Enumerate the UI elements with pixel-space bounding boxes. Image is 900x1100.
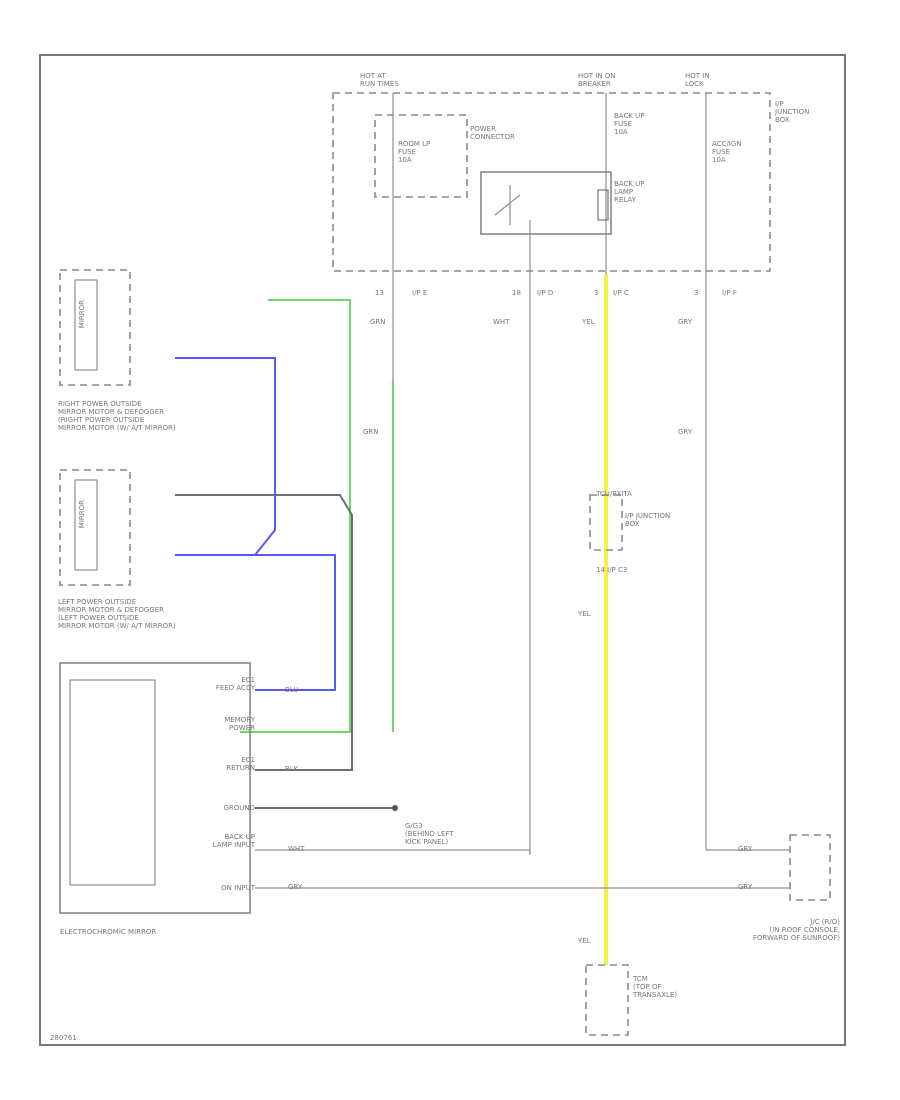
relay-switch xyxy=(494,194,521,216)
label-hot-on: HOT IN ON BREAKER xyxy=(578,72,616,88)
wire-yel-3: YEL xyxy=(578,937,591,945)
blu-wire-2 xyxy=(255,554,336,691)
wire-gry-4: GRY xyxy=(738,883,753,891)
right-mirror-motor xyxy=(74,279,98,371)
label-hot-at: HOT AT RUN TIMES xyxy=(360,72,399,88)
label-right-mirror: RIGHT POWER OUTSIDE MIRROR MOTOR & DEFOG… xyxy=(58,400,176,432)
right-mirror-box xyxy=(59,269,131,386)
label-acc-fuse: ACC/IGN FUSE 10A xyxy=(712,140,742,164)
wire-grn-1: GRN xyxy=(370,318,386,326)
pin-2b: I/P D xyxy=(537,289,554,297)
relay-box xyxy=(480,171,612,235)
ec-pin-1: EC1 FEED ACCY xyxy=(215,676,255,692)
ec-pin-2: MEMORY POWER xyxy=(224,716,255,732)
room-fuse-box xyxy=(374,114,468,198)
ec-pin-6: ON INPUT xyxy=(221,884,255,892)
wire-blk: BLK xyxy=(285,765,299,773)
wire-yel-2: YEL xyxy=(578,610,591,618)
mirror-tag-right: MIRROR xyxy=(78,300,86,329)
pin-2: 18 xyxy=(512,289,521,297)
label-backup-fuse: BACK UP FUSE 10A xyxy=(614,112,645,136)
ground-point xyxy=(392,805,398,811)
outer-border xyxy=(39,54,846,1046)
wire-yel-1: YEL xyxy=(582,318,595,326)
ec-pin-3: EC1 RETURN xyxy=(226,756,255,772)
wire-gry-1: GRY xyxy=(678,318,693,326)
ec-pin-4: GROUND xyxy=(223,804,255,812)
left-mirror-box xyxy=(59,469,131,586)
ec-mirror-inner xyxy=(69,679,156,886)
wire-gry-3: GRY xyxy=(738,845,753,853)
pin-1b: I/P E xyxy=(412,289,428,297)
pin-1: 13 xyxy=(375,289,384,297)
pin-4b: I/P F xyxy=(722,289,737,297)
ec-pin-5: BACK UP LAMP INPUT xyxy=(212,833,255,849)
wire-gry-2: GRY xyxy=(678,428,693,436)
grn-wire-1 xyxy=(240,299,351,733)
label-jb-mid-pin: 14 I/P C3 xyxy=(596,566,628,574)
ec-mirror-box xyxy=(59,662,251,914)
pin-4: 3 xyxy=(694,289,699,297)
label-left-mirror: LEFT POWER OUTSIDE MIRROR MOTOR & DEFOGG… xyxy=(58,598,176,630)
left-mirror-motor xyxy=(74,479,98,571)
wire-wht: WHT xyxy=(493,318,510,326)
mid-junction-box xyxy=(589,494,623,551)
mirror-tag-left: MIRROR xyxy=(78,500,86,529)
label-roof: J/C (R/O) (IN ROOF CONSOLE, FORWARD OF S… xyxy=(752,918,840,942)
blk-wire xyxy=(175,494,353,771)
label-tcm: TCM (TOP OF TRANSAXLE) xyxy=(633,975,678,999)
label-ec-mirror: ELECTROCHROMIC MIRROR xyxy=(60,928,157,936)
label-jb-mid: I/P JUNCTION BOX xyxy=(625,512,671,528)
wire-blu: BLU xyxy=(285,686,299,694)
blu-wire-1 xyxy=(175,357,276,556)
junction-box xyxy=(332,92,771,272)
label-relay: BACK UP LAMP RELAY xyxy=(614,180,645,204)
wire-grn-2: GRN xyxy=(363,428,379,436)
label-hot-in: HOT IN LOCK xyxy=(685,72,710,88)
label-jb-mid-tag: TCU/PXITA xyxy=(596,490,632,498)
tcm-box xyxy=(585,964,629,1036)
footer-code: 280761 xyxy=(50,1034,77,1042)
wire-wht-2: WHT xyxy=(288,845,305,853)
roof-jc xyxy=(789,834,831,901)
label-power-conn: POWER CONNECTOR xyxy=(470,125,515,141)
pin-3: 3 xyxy=(594,289,599,297)
wire-gry: GRY xyxy=(288,883,303,891)
label-room-fuse: ROOM LP FUSE 10A xyxy=(398,140,431,164)
label-ground: G/G3 (BEHIND LEFT KICK PANEL) xyxy=(405,822,454,846)
label-jb: I/P JUNCTION BOX xyxy=(775,100,810,124)
relay-coil xyxy=(597,189,609,221)
pin-3b: I/P C xyxy=(613,289,629,297)
